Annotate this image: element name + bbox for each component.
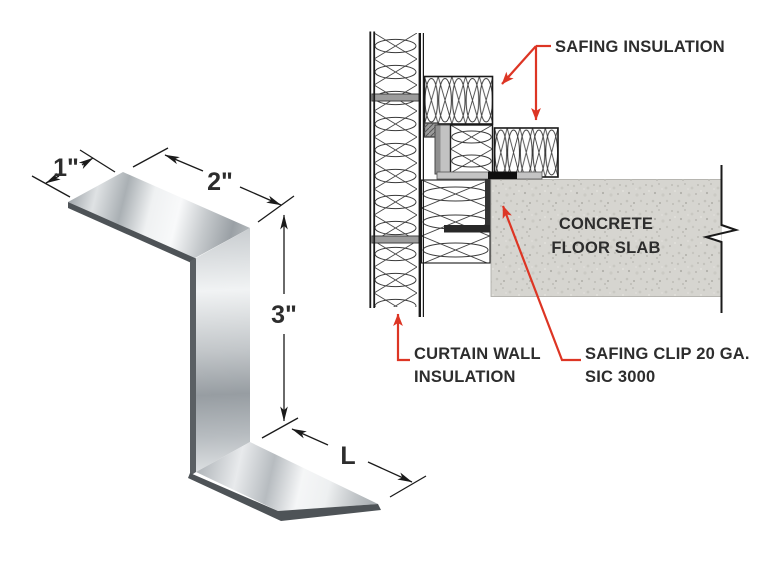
label-concrete-line1: CONCRETE: [559, 215, 653, 233]
label-safing-clip-line1: SAFING CLIP 20 GA.: [585, 345, 750, 363]
dimension-length: L: [291, 428, 427, 498]
safing-insulation-block-middle: [449, 124, 494, 174]
clip-web-face: [196, 228, 250, 472]
dim-label-2in: 2": [207, 168, 233, 196]
wall-anchor-bar-lower: [371, 235, 420, 244]
isometric-clip-figure: 1" 2" 3" L: [31, 147, 427, 521]
leaders: [393, 44, 581, 362]
dimension-top-flange-length: 2": [132, 147, 295, 223]
mullion-bar-shade: [435, 125, 441, 174]
spandrel-insulation-band: [420, 179, 491, 264]
clip-bottom-flange-edge: [188, 473, 381, 521]
curtain-wall-lines: [369, 31, 424, 317]
leader-safing-clip-arrow: [501, 205, 581, 362]
clip-top-flange-face: [68, 172, 250, 258]
leader-curtain-wall-arrow: [393, 313, 410, 362]
label-curtain-wall-line1: CURTAIN WALL: [414, 345, 541, 363]
safing-insulation-block-upper: [423, 75, 494, 125]
concrete-floor-slab: [490, 179, 722, 297]
curtain-wall-insulation-band: [375, 33, 417, 307]
clip-web-edge: [190, 258, 196, 476]
dim-label-1in: 1": [53, 154, 79, 182]
clip-top-flange-edge: [68, 202, 196, 265]
label-curtain-wall-line2: INSULATION: [414, 368, 516, 386]
section-clip-top-flange: [488, 171, 517, 179]
dim-label-3in: 3": [271, 301, 297, 329]
section-clip-web: [485, 179, 491, 231]
dim-label-L: L: [340, 442, 355, 470]
label-concrete-line2: FLOOR SLAB: [551, 239, 660, 257]
safing-insulation-block-right: [493, 127, 559, 178]
dimension-web-height: 3": [261, 214, 299, 439]
section-detail-figure: SAFING INSULATION CONCRETE FLOOR SLAB CU…: [369, 31, 750, 386]
wall-anchor-bar-upper: [371, 93, 420, 102]
section-clip-bottom-flange: [444, 225, 490, 233]
break-line: [702, 165, 740, 313]
dimension-flange-width: 1": [31, 149, 116, 198]
leader-safing-arrow-upper: [501, 45, 537, 85]
clip-bottom-flange-face: [196, 442, 378, 511]
label-safing-clip-line2: SIC 3000: [585, 368, 655, 386]
label-safing-insulation: SAFING INSULATION: [555, 38, 725, 56]
